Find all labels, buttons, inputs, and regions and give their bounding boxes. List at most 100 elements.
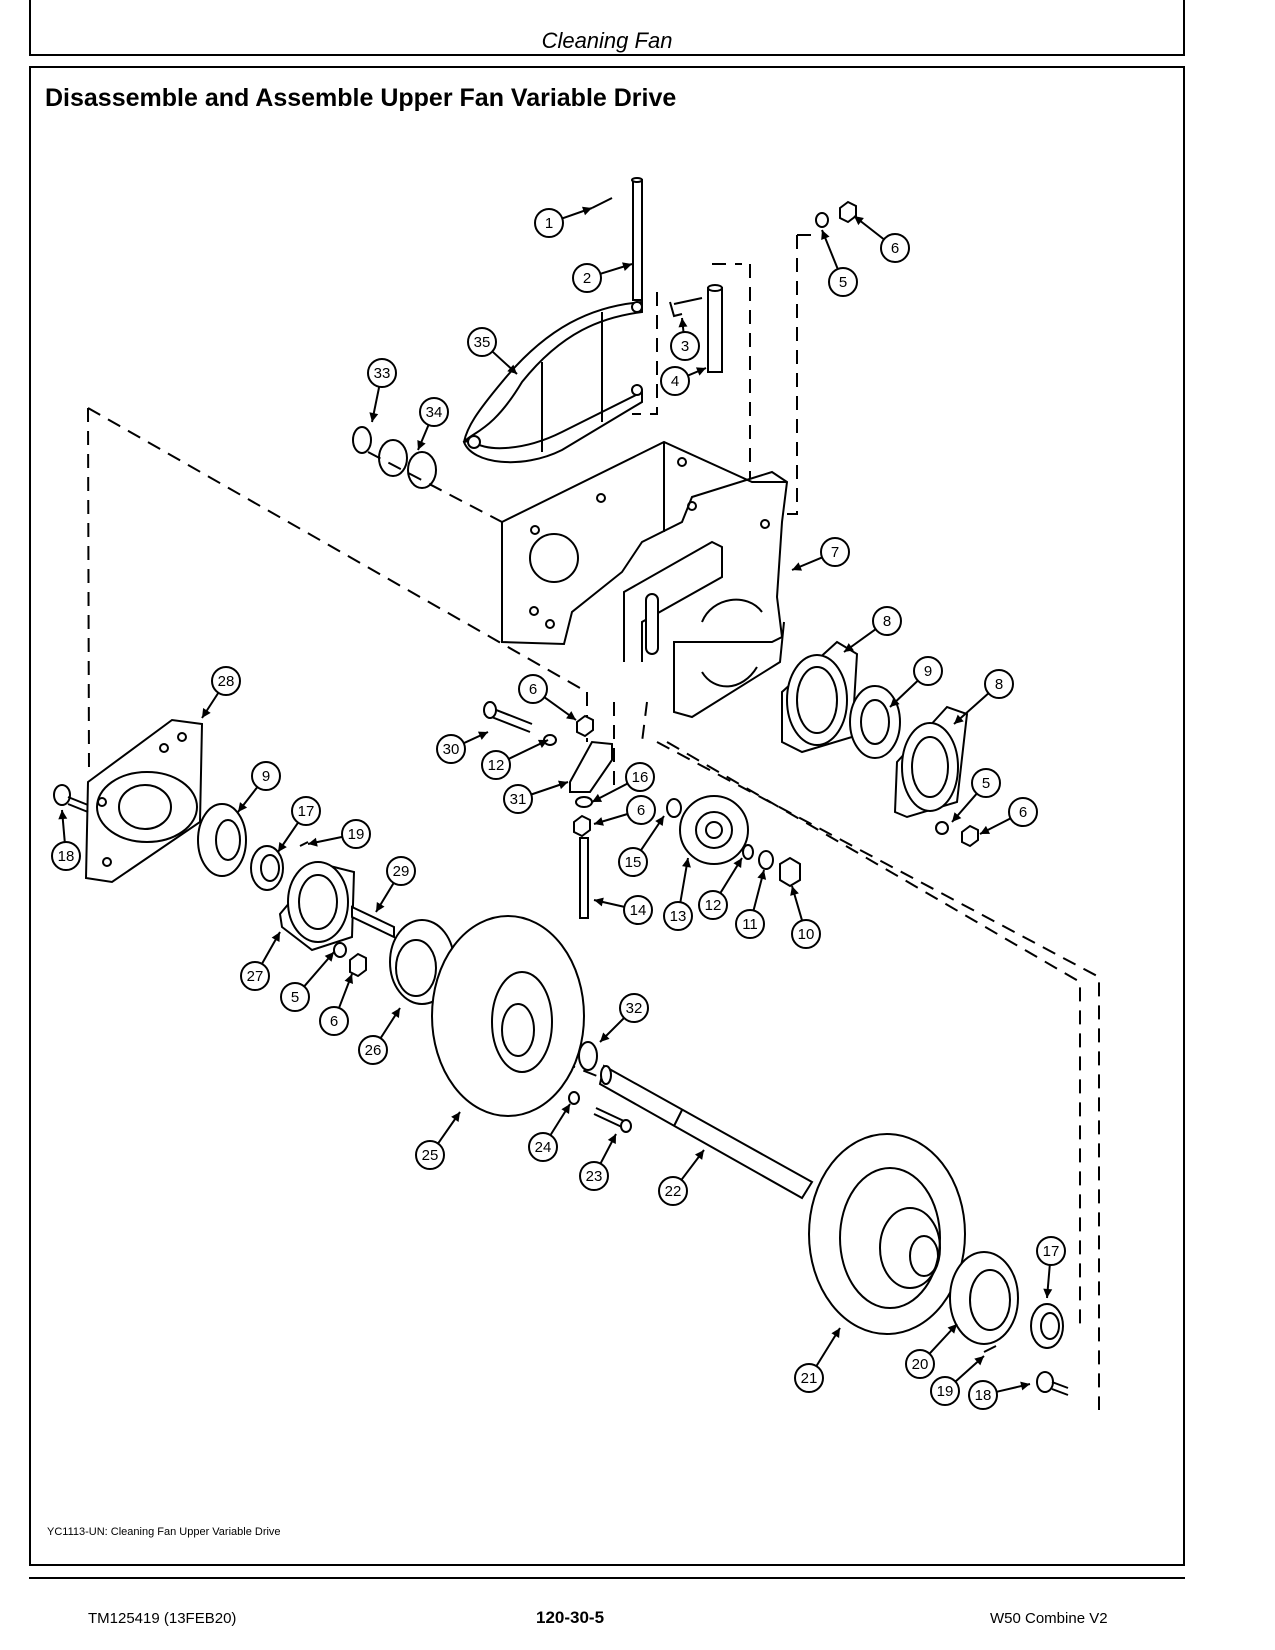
content-frame: Disassemble and Assemble Upper Fan Varia…: [29, 66, 1185, 1566]
snap-ring-part: [352, 426, 372, 454]
callout-bubble: [240, 961, 270, 991]
footer-doc-number: TM125419 (13FEB20): [88, 1610, 237, 1627]
callout-bubble: [579, 1161, 609, 1191]
callout-number: 30: [443, 741, 460, 758]
callout-arrowhead: [600, 1032, 610, 1042]
callout-arrowhead: [790, 886, 799, 896]
callout-bubble: [794, 1363, 824, 1393]
callout-bubble: [251, 761, 281, 791]
callout-bubble: [280, 982, 310, 1012]
callout-arrowhead: [974, 1356, 984, 1366]
callout-number: 19: [348, 826, 365, 843]
callout-number: 23: [586, 1168, 603, 1185]
callout-arrowhead: [821, 230, 830, 241]
callout-number: 13: [670, 908, 687, 925]
callout-number: 8: [883, 613, 891, 630]
callout-bubble: [211, 666, 241, 696]
callout-number: 18: [975, 1387, 992, 1404]
callout-number: 6: [330, 1013, 338, 1030]
callout-arrowhead: [1043, 1288, 1053, 1298]
callout-number: 2: [583, 270, 591, 287]
callout-number: 10: [798, 926, 815, 943]
callout-number: 21: [801, 1370, 818, 1387]
callout-number: 31: [510, 791, 527, 808]
callout-number: 11: [742, 916, 758, 933]
callout-number: 25: [422, 1147, 439, 1164]
callout-arrowhead: [682, 858, 691, 868]
callout-bubble: [660, 366, 690, 396]
callout-arrowhead: [271, 932, 280, 943]
mounting-bracket-part: [501, 470, 789, 719]
callout-arrowhead: [202, 708, 211, 718]
callout-bubble: [930, 1376, 960, 1406]
callout-arrowhead: [831, 1328, 840, 1339]
callout-number: 15: [625, 854, 642, 871]
callout-bubble: [626, 795, 656, 825]
threaded-stud-part: [579, 837, 589, 919]
callout-arrowhead: [537, 739, 548, 748]
callout-number: 32: [626, 1000, 643, 1017]
callout-bubble: [828, 267, 858, 297]
callout-number: 7: [831, 544, 839, 561]
callout-arrowhead: [344, 974, 353, 985]
callout-bubble: [913, 656, 943, 686]
callout-number: 6: [891, 240, 899, 257]
callout-arrowhead: [844, 643, 854, 652]
callout-arrowhead: [954, 714, 964, 724]
callout-arrowhead: [695, 367, 706, 376]
callout-arrowhead: [622, 262, 632, 271]
slider-plate-part: [569, 740, 613, 793]
callout-bubble: [698, 890, 728, 920]
callout-number: 5: [291, 989, 299, 1006]
callout-bubble: [1008, 797, 1038, 827]
callout-number: 28: [218, 673, 235, 690]
callout-arrowhead: [477, 731, 488, 740]
callout-bubble: [319, 1006, 349, 1036]
callout-number: 27: [247, 968, 264, 985]
callout-arrowhead: [582, 206, 592, 216]
callout-arrowhead: [757, 870, 767, 880]
exploded-parts-diagram: 1234567898563334352891719182927562630123…: [51, 177, 1100, 1410]
callout-bubble: [572, 263, 602, 293]
callout-arrowhead: [607, 1134, 616, 1145]
callout-number: 29: [393, 863, 410, 880]
roll-pin-part: [591, 197, 613, 209]
callout-number: 5: [982, 775, 990, 792]
callout-number: 3: [681, 338, 689, 355]
callout-number: 6: [637, 802, 645, 819]
callout-bubble: [791, 919, 821, 949]
callout-arrowhead: [980, 825, 991, 834]
callout-bubble: [658, 1176, 688, 1206]
callout-bubble: [872, 606, 902, 636]
callout-arrowhead: [308, 837, 318, 847]
callout-arrowhead: [58, 810, 68, 820]
callout-number: 17: [1043, 1243, 1060, 1260]
callout-number: 35: [474, 334, 491, 351]
callout-number: 19: [937, 1383, 954, 1400]
callout-arrowhead: [694, 1150, 704, 1160]
footer-machine-name: W50 Combine V2: [990, 1610, 1108, 1627]
callout-bubble: [419, 397, 449, 427]
callout-arrowhead: [278, 842, 287, 852]
callout-bubble: [905, 1349, 935, 1379]
callout-arrowhead: [391, 1008, 400, 1019]
callout-number: 34: [426, 404, 443, 421]
callout-bubble: [1036, 1236, 1066, 1266]
callout-arrowhead: [561, 1104, 570, 1115]
callout-arrowhead: [890, 697, 900, 707]
callout-bubble: [971, 768, 1001, 798]
callout-bubble: [386, 856, 416, 886]
callout-bubble: [625, 762, 655, 792]
callout-arrowhead: [507, 364, 517, 374]
callout-number: 6: [529, 681, 537, 698]
callout-bubble: [467, 327, 497, 357]
callout-arrowhead: [238, 802, 248, 812]
callout-number: 1: [545, 215, 553, 232]
spacer-tube-part: [707, 287, 723, 373]
callout-number: 24: [535, 1139, 552, 1156]
callout-bubble: [968, 1380, 998, 1410]
callout-bubble: [735, 909, 765, 939]
callout-arrowhead: [369, 412, 379, 422]
section-title: Cleaning Fan: [541, 28, 673, 53]
callout-arrowhead: [792, 562, 803, 571]
